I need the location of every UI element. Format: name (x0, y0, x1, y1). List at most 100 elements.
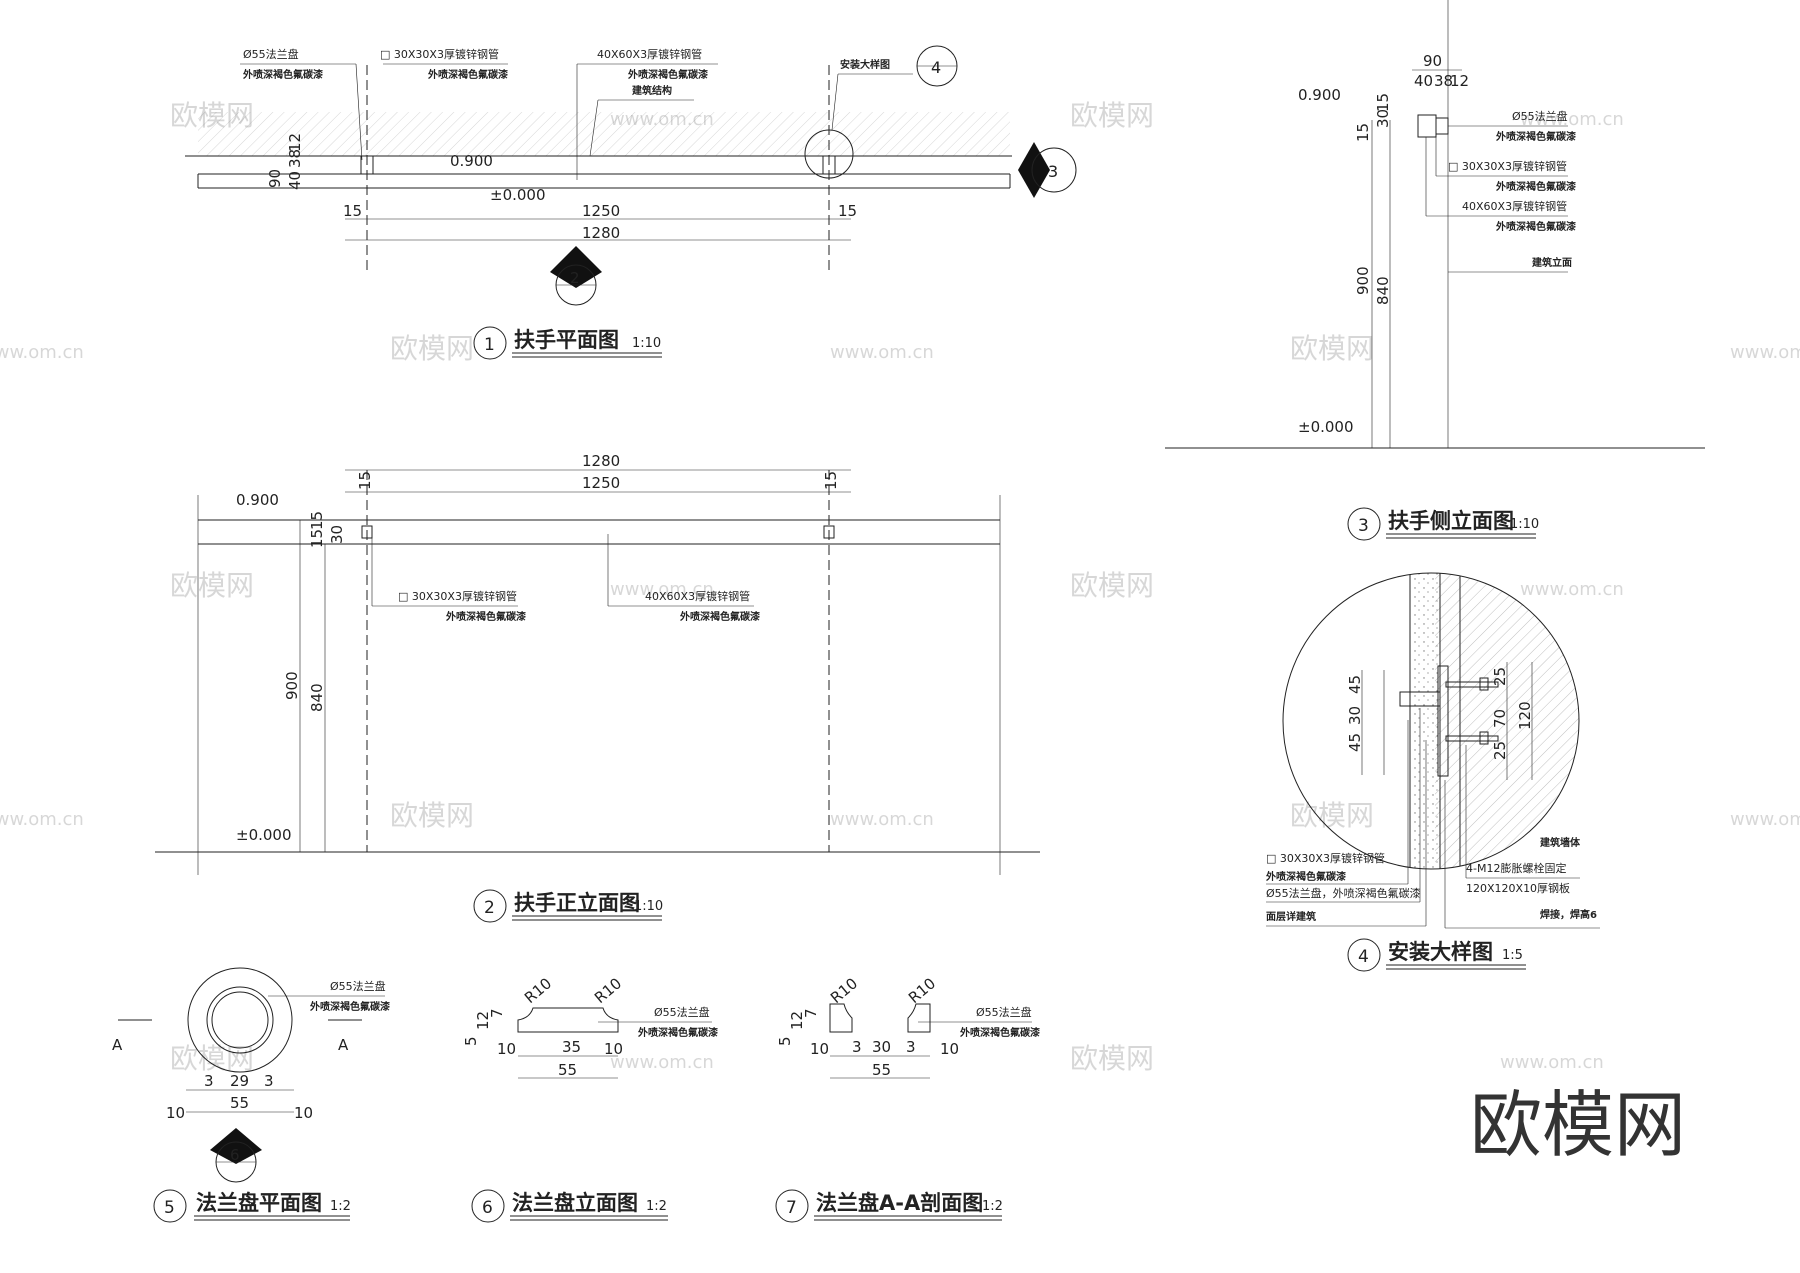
note-paint: 外喷深褐色氟碳漆 (1265, 870, 1346, 883)
wm-cn: 欧模网 (390, 332, 474, 365)
note-flange: Ø55法兰盘 (243, 47, 299, 61)
wm-site: www.om.cn (0, 342, 84, 363)
note-paint: 外喷深褐色氟碳漆 (627, 68, 708, 81)
dim-25: 25 (1491, 667, 1509, 686)
view-5-flange-plan: A A Ø55法兰盘 外喷深褐色氟碳漆 3 29 3 55 10 10 6 5 … (112, 967, 390, 1223)
dim-15: 15 (838, 202, 857, 220)
level-0000: ±0.000 (236, 826, 292, 844)
dim-10: 10 (604, 1040, 623, 1058)
wm-site: www.om.cn (830, 342, 934, 363)
note-tube30: □ 30X30X3厚镀锌钢管 (380, 47, 499, 61)
dim-840: 840 (1374, 276, 1392, 305)
note-flange: Ø55法兰盘 (330, 979, 386, 993)
view-7-num: 7 (786, 1198, 797, 1218)
dim-55: 55 (230, 1094, 249, 1112)
note-paint: 外喷深褐色氟碳漆 (1495, 180, 1576, 193)
view-1-num: 1 (484, 335, 495, 355)
dim-90: 90 (266, 169, 284, 188)
wm-site: www.om.cn (1520, 579, 1624, 600)
dim-10: 10 (294, 1104, 313, 1122)
view-2-scale: 1:10 (634, 899, 663, 914)
dim-12: 12 (474, 1011, 492, 1030)
r10-right: R10 (591, 974, 625, 1007)
level-0900: 0.900 (236, 491, 279, 509)
note-flange: Ø55法兰盘 (976, 1005, 1032, 1019)
note-tube40: 40X60X3厚镀锌钢管 (1462, 199, 1567, 213)
view-6-title: 法兰盘立面图 (512, 1191, 638, 1215)
note-tube40: 40X60X3厚镀锌钢管 (597, 47, 702, 61)
view-2-title: 扶手正立面图 (514, 891, 640, 915)
wm-site: www.om.cn (1730, 809, 1800, 830)
wm-site: www.om.cn (830, 809, 934, 830)
view-5-num: 5 (164, 1198, 175, 1218)
view-2-num: 2 (484, 898, 495, 918)
dim-30: 30 (328, 525, 346, 544)
view-7-scale: 1:2 (982, 1199, 1003, 1214)
dim-25: 25 (1491, 741, 1509, 760)
wm-cn: 欧模网 (170, 569, 254, 602)
dim-38: 38 (286, 149, 304, 168)
note-paint: 外喷深褐色氟碳漆 (309, 1000, 390, 1013)
section-a-left: A (112, 1036, 123, 1054)
level-0900: 0.900 (1298, 86, 1341, 104)
dim-40: 40 (286, 171, 304, 190)
dim-15: 15 (356, 471, 374, 490)
logo-watermark: 欧模网 (1470, 1083, 1686, 1167)
note-paint: 外喷深褐色氟碳漆 (637, 1026, 718, 1039)
watermarks: 欧模网 www.om.cn 欧模网 www.om.cn www.om.cn 欧模… (0, 99, 1800, 1075)
dim-3: 3 (204, 1072, 214, 1090)
note-wall: 建筑墙体 (1539, 836, 1581, 849)
note-weld: 焊接，焊高6 (1540, 908, 1597, 921)
view-7-title: 法兰盘A-A剖面图 (816, 1191, 983, 1215)
wm-cn: 欧模网 (1070, 1042, 1154, 1075)
dim-15: 15 (822, 471, 840, 490)
marker-2: 2 (570, 269, 580, 287)
view-3-title: 扶手侧立面图 (1388, 509, 1514, 533)
dim-40: 40 (1414, 72, 1433, 90)
view-5-scale: 1:2 (330, 1199, 351, 1214)
dim-1280: 1280 (582, 452, 620, 470)
dim-7: 7 (802, 1008, 820, 1018)
r10-right: R10 (905, 974, 939, 1007)
dim-70: 70 (1491, 709, 1509, 728)
view-4-detail: 45 30 45 25 70 25 120 □ 30X30X3厚镀锌钢管 外喷深… (1265, 572, 1600, 972)
note-flange: Ø55法兰盘 (1512, 109, 1568, 123)
note-finish: 面层详建筑 (1266, 910, 1316, 923)
dim-840: 840 (308, 683, 326, 712)
dim-55: 55 (872, 1061, 891, 1079)
dim-10: 10 (166, 1104, 185, 1122)
dim-1250: 1250 (582, 474, 620, 492)
note-paint: 外喷深褐色氟碳漆 (679, 610, 760, 623)
level-0000: ±0.000 (490, 186, 546, 204)
marker-3: 3 (1048, 162, 1058, 181)
note-paint: 外喷深褐色氟碳漆 (959, 1026, 1040, 1039)
view-2-elevation: 1280 1250 15 15 0.900 ±0.000 900 840 15 … (155, 452, 1040, 923)
dim-15: 15 (308, 529, 326, 548)
dim-120: 120 (1516, 701, 1534, 730)
dim-5: 5 (462, 1036, 480, 1046)
r10-left: R10 (521, 974, 555, 1007)
wm-site: www.om.cn (1520, 109, 1624, 130)
dim-12: 12 (788, 1011, 806, 1030)
note-tube30: □ 30X30X3厚镀锌钢管 (1266, 851, 1385, 865)
dim-10: 10 (940, 1040, 959, 1058)
dim-3: 3 (264, 1072, 274, 1090)
wm-site: www.om.cn (0, 809, 84, 830)
wm-cn: 欧模网 (1070, 569, 1154, 602)
wm-site: www.om.cn (1500, 1052, 1604, 1073)
dim-10: 10 (497, 1040, 516, 1058)
dim-45: 45 (1346, 733, 1364, 752)
dim-1250: 1250 (582, 202, 620, 220)
note-paint: 外喷深褐色氟碳漆 (427, 68, 508, 81)
dim-900: 900 (1354, 266, 1372, 295)
section-a-right: A (338, 1036, 349, 1054)
dim-12: 12 (1450, 72, 1469, 90)
dim-12: 12 (286, 133, 304, 152)
dim-30: 30 (1374, 109, 1392, 128)
note-tube30: □ 30X30X3厚镀锌钢管 (398, 589, 517, 603)
dim-29: 29 (230, 1072, 249, 1090)
note-tube40: 40X60X3厚镀锌钢管 (645, 589, 750, 603)
view-4-num: 4 (1358, 947, 1369, 967)
note-paint: 外喷深褐色氟碳漆 (445, 610, 526, 623)
